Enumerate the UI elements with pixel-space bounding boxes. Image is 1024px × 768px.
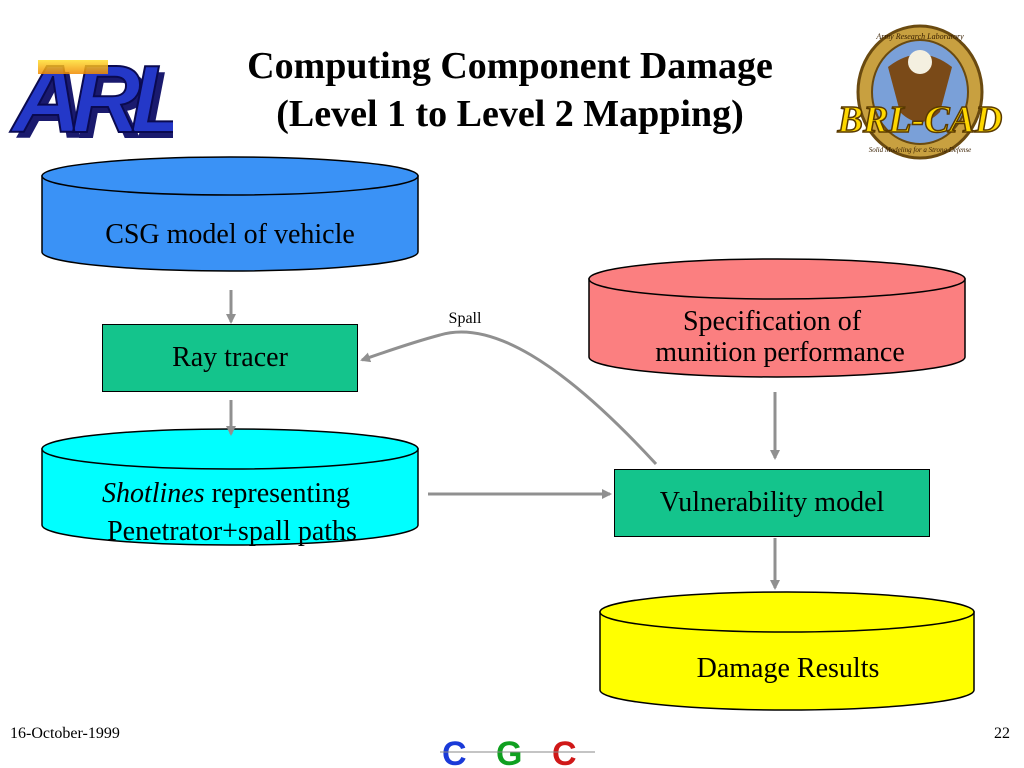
munition-cylinder: Specification of munition performance bbox=[588, 258, 966, 378]
shotlines-cylinder: Shotlines representing Penetrator+spall … bbox=[41, 428, 419, 547]
munition-label-line-1: Specification of bbox=[683, 306, 862, 337]
cgc-logo-g: G bbox=[496, 738, 522, 768]
vulnerability-model-box: Vulnerability model bbox=[614, 469, 930, 537]
shotlines-label-line-2: Penetrator+spall paths bbox=[107, 516, 357, 547]
spall-arrow bbox=[360, 330, 658, 466]
cgc-logo-c1: C bbox=[442, 738, 467, 768]
title-line-1: Computing Component Damage bbox=[247, 45, 773, 87]
csg-model-cylinder: CSG model of vehicle bbox=[41, 156, 419, 272]
eagle-shape bbox=[888, 54, 952, 122]
damage-label: Damage Results bbox=[697, 653, 880, 684]
page-title: Computing Component Damage (Level 1 to L… bbox=[180, 42, 840, 138]
arl-logo: ARL ARL bbox=[9, 45, 173, 150]
footer-date: 16-October-1999 bbox=[10, 725, 120, 742]
brl-cad-ring-text-2: Solid Modeling for a Strong Defense bbox=[869, 146, 972, 154]
title-line-2: (Level 1 to Level 2 Mapping) bbox=[276, 93, 744, 135]
vulnerability-model-label: Vulnerability model bbox=[659, 487, 885, 518]
shotlines-label-line-1: Shotlines representing bbox=[102, 478, 350, 509]
damage-cylinder: Damage Results bbox=[599, 591, 975, 711]
brl-cad-logo: Army Research Laboratory Solid Modeling … bbox=[836, 24, 1003, 160]
arl-logo-accent bbox=[38, 60, 108, 74]
eagle-head bbox=[908, 50, 932, 74]
cgc-footer-logo: C G C bbox=[440, 738, 595, 768]
ray-tracer-label: Ray tracer bbox=[172, 342, 288, 373]
shotlines-italic: Shotlines bbox=[102, 478, 205, 509]
spall-label: Spall bbox=[449, 310, 482, 327]
brl-cad-ring-text: Army Research Laboratory bbox=[875, 32, 964, 41]
page-number: 22 bbox=[994, 725, 1010, 742]
brl-cad-text: BRL-CAD bbox=[837, 99, 1003, 141]
munition-label-line-2: munition performance bbox=[655, 337, 905, 368]
shotlines-rest: representing bbox=[205, 478, 350, 509]
ray-tracer-box: Ray tracer bbox=[102, 324, 358, 392]
cgc-logo-c2: C bbox=[552, 738, 577, 768]
csg-model-label: CSG model of vehicle bbox=[105, 219, 355, 250]
